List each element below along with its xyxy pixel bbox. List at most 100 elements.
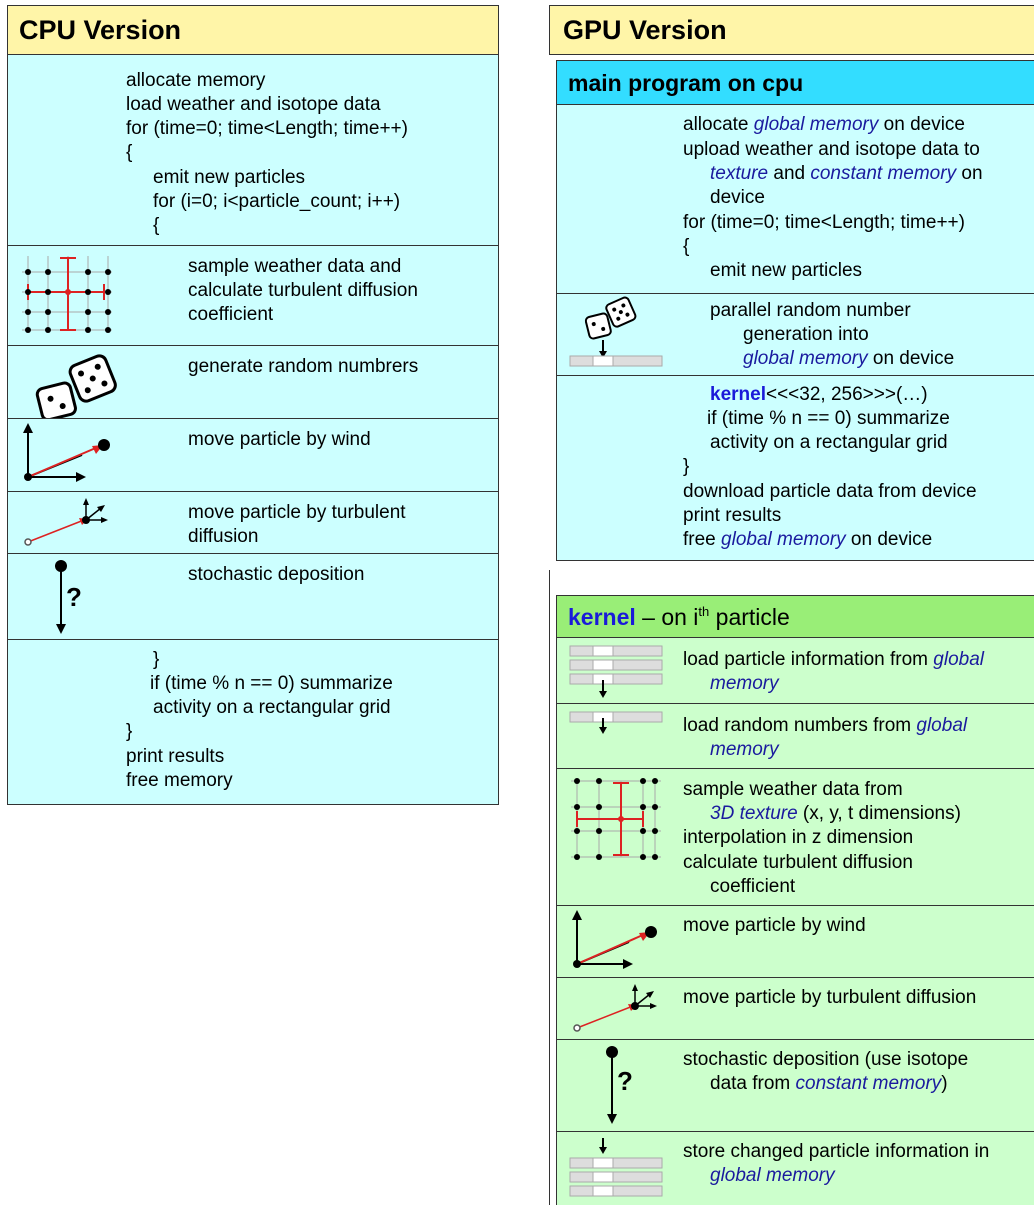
step-text: data from constant memory)	[710, 1072, 948, 1096]
code-line: }	[153, 649, 160, 670]
code-line: print results	[683, 505, 782, 526]
kernel-title-sup: th	[698, 604, 710, 619]
code-line: texture and constant memory on	[710, 162, 983, 186]
step-text-part: load particle information from	[683, 649, 934, 670]
memory-read-icon	[557, 638, 677, 703]
gpu-main-top: allocate global memory on device upload …	[557, 105, 1034, 293]
step-text: store changed particle information in	[683, 1141, 990, 1162]
code-line: device	[710, 187, 765, 208]
step-text: coefficient	[188, 304, 274, 325]
code-line: for (time=0; time<Length; time++)	[683, 212, 965, 233]
code-text: on device	[867, 348, 955, 369]
kernel-step-store: store changed particle information in gl…	[557, 1131, 1034, 1206]
texture-text: texture	[710, 163, 769, 184]
code-text: free	[683, 529, 722, 550]
global-text: global	[916, 715, 968, 736]
code-line: {	[126, 142, 133, 163]
code-line: global memory on device	[743, 347, 954, 371]
step-text: generate random numbrers	[188, 356, 419, 377]
global-memory-text: global memory	[753, 114, 879, 135]
code-line: {	[683, 236, 690, 257]
code-line: }	[126, 721, 133, 742]
gpu-title: GPU Version	[563, 15, 727, 45]
step-text: move particle by turbulent	[188, 502, 406, 523]
code-line: upload weather and isotope data to	[683, 139, 980, 160]
kernel-step-sample: sample weather data from 3D texture (x, …	[557, 768, 1034, 905]
kernel-title-text: particle	[709, 604, 790, 630]
kernel-keyword: kernel	[568, 604, 636, 630]
memory-read-icon	[557, 704, 677, 768]
code-line: free global memory on device	[683, 528, 932, 552]
deposition-icon: ?	[8, 554, 128, 639]
gpu-left-border	[549, 570, 550, 1205]
code-line: free memory	[126, 770, 233, 791]
step-text: sample weather data from	[683, 779, 903, 800]
cpu-panel: CPU Version allocate memory load weather…	[7, 5, 499, 805]
memory-write-icon	[557, 1132, 677, 1206]
code-line: if (time % n == 0) summarize	[707, 408, 950, 429]
global-memory-text: global memory	[721, 529, 846, 550]
texture-3d-text: 3D texture	[710, 803, 798, 824]
global-memory-text: global memory	[710, 1165, 835, 1186]
step-text: sample weather data and	[188, 256, 402, 277]
step-text: calculate turbulent diffusion	[188, 280, 418, 301]
code-line: print results	[126, 746, 225, 767]
gpu-kernel-panel: kernel – on ith particle load particle i…	[556, 595, 1034, 1205]
wind-vector-icon	[557, 906, 677, 977]
step-text-part: data from	[710, 1073, 796, 1094]
step-text: diffusion	[188, 526, 259, 547]
svg-text:?: ?	[66, 582, 82, 612]
code-line: download particle data from device	[683, 481, 977, 502]
gpu-main-kernel-call: kernel<<<32, 256>>>(…) if (time % n == 0…	[557, 375, 1034, 561]
step-text: interpolation in z dimension	[683, 827, 914, 848]
code-line: allocate memory	[126, 70, 266, 91]
code-line: generation into	[743, 324, 869, 345]
step-text-part: (x, y, t dimensions)	[797, 803, 961, 824]
code-line: parallel random number	[710, 300, 911, 321]
code-line: }	[683, 456, 690, 477]
code-text: <<<32, 256>>>(…)	[765, 384, 928, 405]
dice-icon	[8, 346, 128, 419]
gpu-main-panel: main program on cpu allocate global memo…	[556, 60, 1034, 561]
cpu-bottom-block: } if (time % n == 0) summarize activity …	[8, 639, 498, 805]
code-text: on device	[878, 114, 966, 135]
grid-sample-icon	[8, 246, 128, 345]
gpu-header: GPU Version	[549, 5, 1034, 55]
kernel-step-load-info: load particle information from global me…	[557, 638, 1034, 703]
grid-sample-icon	[557, 769, 677, 905]
kernel-step-load-random: load random numbers from global memory	[557, 703, 1034, 768]
cpu-title: CPU Version	[8, 6, 498, 55]
code-line: load weather and isotope data	[126, 94, 381, 115]
code-text: allocate	[683, 114, 754, 135]
global-memory-text: global memory	[743, 348, 868, 369]
memory-text: memory	[710, 673, 779, 694]
cpu-step-wind: move particle by wind	[8, 418, 498, 491]
step-text: load random numbers from global	[683, 714, 967, 738]
cpu-step-turbulent: move particle by turbulent diffusion	[8, 491, 498, 553]
code-text: and	[768, 163, 811, 184]
step-text-part: load random numbers from	[683, 715, 917, 736]
kernel-step-deposition: ? stochastic deposition (use isotope dat…	[557, 1039, 1034, 1131]
step-text: move particle by wind	[683, 915, 866, 936]
step-text: coefficient	[710, 876, 796, 897]
code-line: for (i=0; i<particle_count; i++)	[153, 191, 401, 212]
svg-text:?: ?	[617, 1066, 633, 1096]
turbulent-diffusion-icon	[557, 978, 677, 1039]
step-text: move particle by wind	[188, 429, 371, 450]
kernel-title: kernel – on ith particle	[557, 596, 1034, 638]
code-line: allocate global memory on device	[683, 113, 965, 137]
kernel-keyword: kernel	[710, 384, 766, 405]
code-text: on device	[845, 529, 933, 550]
step-text: load particle information from global	[683, 648, 984, 672]
kernel-step-turbulent: move particle by turbulent diffusion	[557, 977, 1034, 1039]
gpu-main-rng: parallel random number generation into g…	[557, 293, 1034, 375]
deposition-icon: ?	[557, 1040, 677, 1131]
constant-memory-text: constant memory	[795, 1073, 942, 1094]
dice-memory-icon	[557, 294, 677, 375]
kernel-title-text: – on i	[635, 604, 699, 630]
code-line: emit new particles	[710, 260, 863, 281]
step-text: move particle by turbulent diffusion	[683, 987, 977, 1008]
step-text: 3D texture (x, y, t dimensions)	[710, 802, 961, 826]
turbulent-diffusion-icon	[8, 492, 128, 553]
constant-memory-text: constant memory	[810, 163, 957, 184]
